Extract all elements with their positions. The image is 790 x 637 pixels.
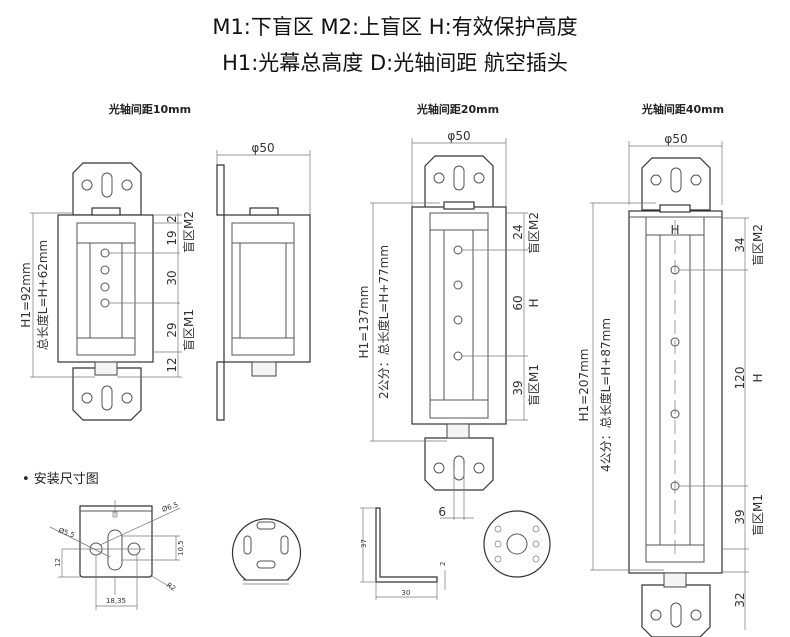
- diagram-title: 光轴间距10mm: [108, 102, 191, 116]
- thickness-label: 2: [439, 562, 447, 566]
- dim-label: 24: [511, 224, 525, 239]
- h1-label: H1=92mm: [19, 262, 33, 327]
- dim-label: 29: [165, 322, 179, 337]
- length-label: 4公分：总长度L=H+87mm: [598, 318, 613, 472]
- dim-label: 2: [165, 215, 179, 223]
- install-section: • 安装尺寸图 Ø5.5 Ø6.5 10,5 12 18,35 R2: [22, 472, 551, 610]
- radius-label: R2: [165, 581, 177, 593]
- h-marker: H: [670, 223, 679, 237]
- width-label: 30: [402, 589, 411, 597]
- length-label: 2公分：总长度L=H+77mm: [376, 245, 391, 399]
- bottom-bracket: [72, 367, 142, 421]
- install-title: • 安装尺寸图: [22, 472, 99, 487]
- dim-label: 34: [733, 237, 747, 252]
- angle-bracket-drawing: 37 2 30: [360, 507, 447, 600]
- diameter-label: φ50: [447, 129, 470, 143]
- diagram-20mm: 光轴间距20mm φ50 H1=137mm 2公分：总长度L=H+77mm 24…: [357, 102, 541, 520]
- slot-width-label: 6: [438, 505, 446, 519]
- h-label: H: [527, 298, 541, 307]
- slot-height-label: 10,5: [177, 540, 185, 556]
- flange-drawing: [483, 510, 551, 578]
- sensor-body: [57, 214, 154, 363]
- bottom-bracket: [424, 437, 494, 491]
- slot-dia-label: Ø6.5: [161, 501, 179, 514]
- dim-label: 12: [165, 357, 179, 372]
- m2-label: 盲区M2: [181, 211, 196, 253]
- diameter-label: φ50: [664, 132, 687, 146]
- dim-label: 120: [733, 367, 747, 390]
- dim-label: 19: [165, 230, 179, 245]
- top-bracket: [424, 155, 494, 209]
- sensor-body: [411, 206, 507, 425]
- hole-offset-label: 12: [54, 558, 62, 567]
- dim-label: 39: [511, 380, 525, 395]
- header-line-2: H1:光幕总高度 D:光轴间距 航空插头: [222, 51, 568, 75]
- diameter-label: φ50: [251, 141, 274, 155]
- m1-label: 盲区M1: [750, 494, 765, 536]
- round-plate-drawing: [231, 518, 302, 585]
- mounting-bracket-drawing: Ø5.5 Ø6.5 10,5 12 18,35 R2: [49, 500, 185, 610]
- dim-label: 32: [733, 592, 747, 607]
- h1-label: H1=207mm: [577, 349, 591, 422]
- h1-label: H1=137mm: [357, 286, 371, 359]
- diagram-title: 光轴间距40mm: [641, 102, 724, 116]
- sensor-body: [628, 210, 723, 574]
- bottom-bracket: [641, 584, 711, 637]
- top-bracket: [641, 157, 711, 211]
- height-label: 37: [360, 539, 368, 548]
- length-label: 总长度L=H+62mm: [35, 240, 50, 350]
- hole-dia-label: Ø5.5: [57, 526, 75, 539]
- header-line-1: M1:下盲区 M2:上盲区 H:有效保护高度: [212, 15, 577, 39]
- m2-label: 盲区M2: [526, 212, 541, 254]
- diagram-title: 光轴间距20mm: [416, 102, 499, 116]
- hole-spacing-label: 18,35: [106, 597, 126, 605]
- diagram-10mm: 光轴间距10mm H1=92mm 总长度L=H+62mm 2 19 30 29 …: [19, 102, 311, 421]
- m2-label: 盲区M2: [750, 224, 765, 266]
- m1-label: 盲区M1: [181, 309, 196, 351]
- diagram-40mm: 光轴间距40mm φ50 H H1=207mm 4公分：总长度L=H+87mm …: [577, 102, 765, 637]
- m1-label: 盲区M1: [526, 364, 541, 406]
- dim-label: 30: [165, 270, 179, 285]
- dim-label: 60: [511, 295, 525, 310]
- dim-label: 39: [733, 509, 747, 524]
- top-bracket: [72, 162, 142, 216]
- side-view-body: [223, 214, 311, 363]
- h-label: H: [751, 373, 765, 382]
